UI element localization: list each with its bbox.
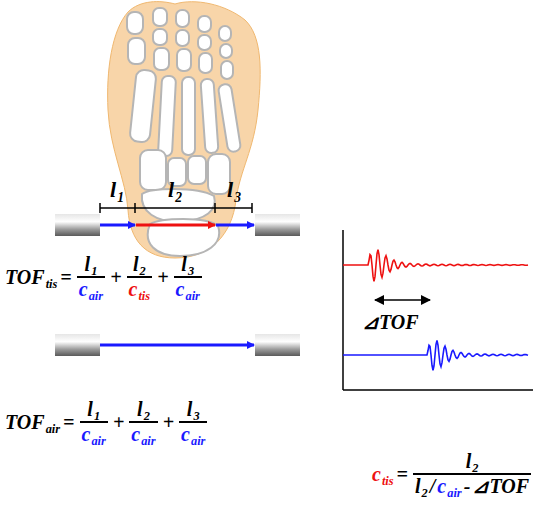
symbol: =	[60, 267, 71, 288]
path-air	[216, 224, 254, 227]
fraction-bar	[129, 421, 157, 423]
symbol: +	[163, 412, 174, 433]
symbol: =	[63, 412, 74, 433]
symbol: l	[133, 254, 139, 275]
symbol: c	[372, 464, 381, 485]
fraction-bar	[174, 276, 202, 278]
symbol: ⊿TOF	[362, 312, 419, 333]
subscript: 1	[94, 410, 100, 423]
symbol: l	[415, 476, 421, 497]
subscript: 2	[422, 487, 428, 500]
subscript: 2	[144, 410, 150, 423]
subscript: 3	[188, 265, 194, 278]
dimension-label: l3	[227, 178, 241, 201]
symbol: =	[397, 464, 408, 485]
subscript: air	[89, 290, 103, 303]
path-air	[100, 344, 254, 347]
subscript: air	[191, 435, 205, 448]
transducer	[255, 334, 300, 356]
dimension-label: l2	[168, 178, 182, 201]
fraction: l2cair	[129, 399, 157, 445]
path-air	[100, 224, 135, 227]
symbol: l	[110, 178, 116, 201]
fraction-bar	[80, 421, 108, 423]
symbol: /	[430, 476, 436, 497]
symbol: c	[129, 279, 138, 300]
symbol: c	[176, 279, 185, 300]
symbol: c	[131, 424, 140, 445]
fraction-bar	[77, 276, 105, 278]
symbol: +	[110, 267, 121, 288]
symbol: +	[157, 267, 168, 288]
transducer	[55, 334, 100, 356]
symbol: l	[85, 254, 91, 275]
subscript: air	[447, 487, 461, 500]
symbol: +	[113, 412, 124, 433]
symbol: l	[87, 399, 93, 420]
formula: TOFair=l1cair+l2cair+l3cair	[5, 399, 209, 445]
subscript: 3	[234, 191, 241, 205]
fraction: l2l2/cair-⊿TOF	[413, 451, 531, 497]
transducer	[255, 214, 300, 236]
subscript: air	[46, 423, 60, 436]
foot-illustration	[108, 2, 261, 258]
subscript: 1	[117, 191, 124, 205]
subscript: 2	[140, 265, 146, 278]
subscript: 1	[91, 265, 97, 278]
symbol: TOF	[5, 267, 45, 288]
fraction: l3cair	[174, 254, 202, 300]
fraction: l1cair	[80, 399, 108, 445]
formula: TOFtis=l1cair+l2ctis+l3cair	[5, 254, 204, 300]
waveform-air	[343, 341, 528, 371]
symbol: c	[82, 424, 91, 445]
subscript: air	[141, 435, 155, 448]
symbol: l	[181, 254, 187, 275]
subscript: air	[185, 290, 199, 303]
symbol: c	[79, 279, 88, 300]
dimension-label: l1	[110, 178, 124, 201]
fraction: l2ctis	[127, 254, 153, 300]
plot-axes	[343, 230, 533, 390]
symbol: ⊿TOF	[472, 476, 529, 497]
symbol: TOF	[5, 412, 45, 433]
symbol: -	[464, 476, 471, 497]
symbol: c	[181, 424, 190, 445]
transducer	[55, 214, 100, 236]
delta-arrow	[375, 299, 430, 301]
fraction-bar	[127, 276, 153, 278]
delta-label: ⊿TOF	[362, 312, 419, 333]
symbol: l	[168, 178, 174, 201]
fraction-bar	[413, 473, 531, 475]
symbol: l	[137, 399, 143, 420]
subscript: tis	[138, 290, 150, 303]
symbol: l	[227, 178, 233, 201]
fraction: l3cair	[179, 399, 207, 445]
waveform-tissue	[343, 250, 528, 282]
subscript: air	[91, 435, 105, 448]
fraction-bar	[179, 421, 207, 423]
symbol: l	[466, 451, 472, 472]
subscript: 2	[175, 191, 182, 205]
formula: ctis=l2l2/cair-⊿TOF	[372, 451, 533, 497]
path-tissue	[136, 224, 215, 227]
subscript: tis	[46, 278, 58, 291]
symbol: c	[437, 476, 446, 497]
subscript: 2	[472, 462, 478, 475]
symbol: l	[187, 399, 193, 420]
subscript: tis	[382, 475, 394, 488]
subscript: 3	[193, 410, 199, 423]
fraction: l1cair	[77, 254, 105, 300]
